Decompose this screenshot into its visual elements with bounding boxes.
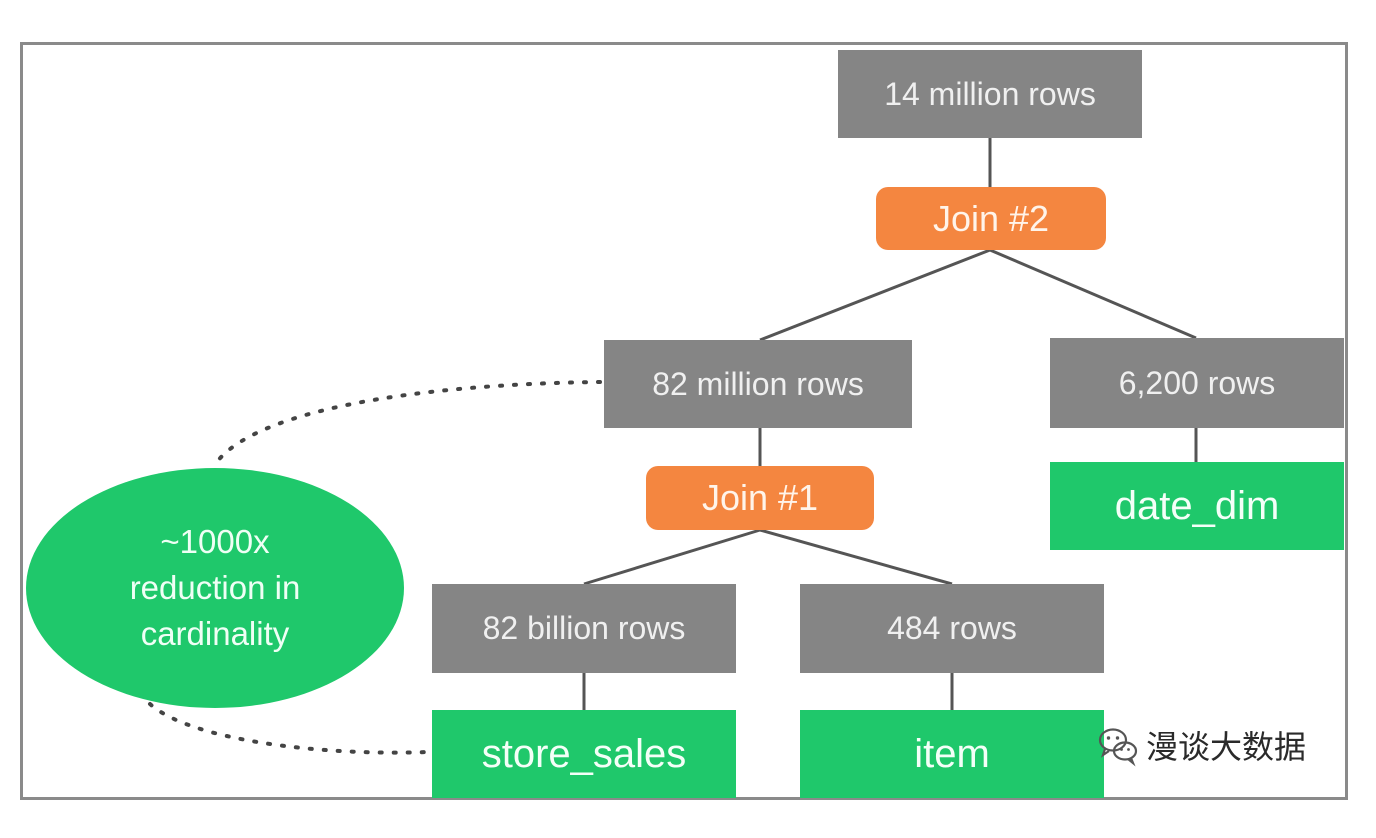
node-6200-rows: 6,200 rows <box>1050 338 1344 428</box>
callout-line-2: reduction in <box>129 569 301 606</box>
callout-line-3: cardinality <box>140 615 290 652</box>
wechat-icon <box>1098 728 1138 767</box>
callout-line-1: ~1000x <box>160 523 270 560</box>
cardinality-reduction-callout: ~1000x reduction in cardinality <box>26 468 404 708</box>
edge-join2-mid <box>759 248 991 342</box>
node-484-rows: 484 rows <box>800 584 1104 673</box>
node-date-dim: date_dim <box>1050 462 1344 550</box>
node-item: item <box>800 710 1104 798</box>
node-join-2: Join #2 <box>876 187 1106 250</box>
edge-join1-sales <box>583 528 761 586</box>
node-join-1: Join #1 <box>646 466 874 530</box>
dotted-arc-upper <box>212 380 602 468</box>
node-store-sales: store_sales <box>432 710 736 798</box>
node-82-million-rows: 82 million rows <box>604 340 912 428</box>
watermark-text: 漫谈大数据 <box>1146 729 1307 765</box>
watermark: 漫谈大数据 <box>1096 722 1306 768</box>
edge-join1-item <box>759 528 953 586</box>
node-14-million-rows: 14 million rows <box>838 50 1142 138</box>
dotted-arc-lower <box>148 702 430 755</box>
edge-join2-date <box>989 248 1197 340</box>
node-82-billion-rows: 82 billion rows <box>432 584 736 673</box>
